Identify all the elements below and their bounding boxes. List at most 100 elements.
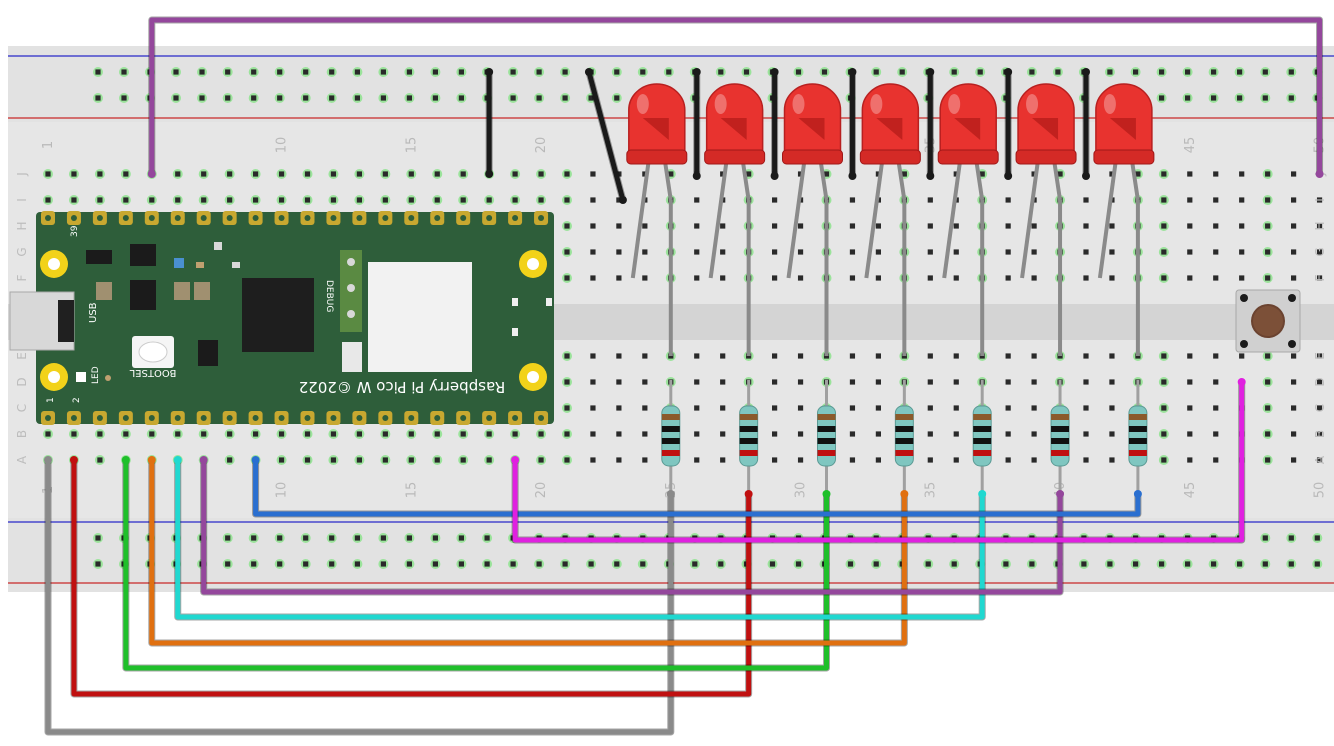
wire-black-end <box>926 68 935 76</box>
wire-black-end <box>770 172 779 180</box>
leds <box>626 83 1155 279</box>
wire-gray <box>45 457 674 735</box>
breadboard-hole <box>642 275 648 281</box>
rail-hole <box>199 69 205 75</box>
rail-hole <box>380 69 386 75</box>
rail-hole <box>121 69 127 75</box>
led-inner <box>954 118 981 140</box>
led-leg <box>1097 159 1118 279</box>
column-number-label: 50 <box>1313 482 1328 499</box>
breadboard-hole <box>1213 353 1219 359</box>
breadboard-hole <box>849 431 856 437</box>
row-letter-label: I <box>1313 198 1327 202</box>
breadboard-hole <box>849 197 856 203</box>
rail-hole <box>406 69 412 75</box>
rail-hole <box>510 95 516 101</box>
pico-pin-hole <box>148 415 155 421</box>
wifi-module <box>368 262 472 372</box>
wire-purple-top <box>149 17 1323 177</box>
breadboard-hole <box>1135 171 1141 177</box>
led-leg <box>974 159 985 201</box>
breadboard-hole <box>720 405 726 411</box>
rail-hole <box>95 95 101 101</box>
led-leg <box>1020 159 1041 279</box>
breadboard-hole <box>149 197 155 203</box>
rail-hole <box>173 95 179 101</box>
pico-w-board: Raspberry Pi Pico W ©2022 USB LED BOOTSE… <box>9 211 554 425</box>
pico-pin-hole <box>174 215 181 221</box>
breadboard-hole <box>1265 431 1271 437</box>
wire-purple-bottom-end <box>199 456 208 464</box>
resistor-band <box>661 426 680 432</box>
breadboard-hole <box>875 171 881 177</box>
breadboard-hole <box>1187 431 1193 437</box>
rail-hole <box>458 95 464 101</box>
resistor-band <box>1051 450 1070 456</box>
pico-pin-hole <box>434 415 441 421</box>
rail-hole <box>977 69 983 75</box>
breadboard-hole <box>616 353 622 359</box>
led-rim <box>1093 149 1155 165</box>
rail-hole <box>484 535 490 541</box>
breadboard-hole <box>1005 405 1011 411</box>
breadboard-hole <box>564 379 570 385</box>
breadboard-hole <box>1031 457 1037 463</box>
breadboard-hole <box>772 379 778 385</box>
breadboard-hole <box>927 223 933 229</box>
rail-hole <box>1133 561 1139 567</box>
pico-pin-hole <box>96 415 103 421</box>
breadboard-hole <box>1265 197 1271 203</box>
breadboard-hole <box>1005 457 1011 463</box>
rail-hole <box>199 95 205 101</box>
rail-hole <box>795 561 802 567</box>
breadboard-hole <box>1161 275 1167 281</box>
row-letter-label: A <box>15 455 29 464</box>
row-letter-label: G <box>1313 247 1327 256</box>
rail-hole <box>432 95 438 101</box>
wire-purple-top-end <box>147 170 156 178</box>
wire-purple-bottom <box>201 457 1063 595</box>
rail-hole <box>251 95 257 101</box>
breadboard-hole <box>720 353 726 359</box>
wire-magenta-end <box>1237 378 1246 386</box>
rail-hole <box>458 561 464 567</box>
resistor-band <box>739 426 758 432</box>
breadboard-hole <box>278 171 285 177</box>
breadboard-hole <box>71 197 77 203</box>
wires <box>44 16 1324 736</box>
pico-pin-hole <box>278 215 285 221</box>
resistor-band <box>817 426 836 432</box>
breadboard-hole <box>434 431 440 437</box>
pico-pin-hole <box>278 415 285 421</box>
led-leg <box>864 159 885 279</box>
bootsel-label: BOOTSEL <box>129 367 176 378</box>
rail-hole <box>406 535 412 541</box>
row-letter-label: C <box>1313 404 1327 412</box>
breadboard-hole <box>1083 379 1089 385</box>
breadboard-hole <box>304 457 311 463</box>
breadboard-hole <box>1265 457 1271 463</box>
breadboard-hole <box>330 197 337 203</box>
resistor-band <box>1051 426 1070 432</box>
pico-pin-hole <box>148 215 155 221</box>
breadboard-hole <box>1316 405 1323 411</box>
rail-hole <box>1288 69 1294 75</box>
breadboard-hole <box>1005 379 1011 385</box>
rail-hole <box>1003 561 1009 567</box>
led-rim <box>859 149 921 165</box>
breadboard-hole <box>1187 171 1193 177</box>
rail-hole <box>1185 95 1191 101</box>
wire-blue-end <box>251 456 260 464</box>
rail-hole <box>432 535 438 541</box>
rail-hole <box>640 69 646 75</box>
rail-hole <box>795 69 802 75</box>
breadboard-hole <box>1083 457 1089 463</box>
breadboard-hole <box>1083 223 1089 229</box>
pico-pin-hole <box>122 215 129 221</box>
breadboard-hole <box>1316 275 1323 281</box>
breadboard-hole <box>616 249 622 255</box>
rail-hole <box>614 69 620 75</box>
breadboard-hole <box>1265 249 1271 255</box>
breadboard-hole <box>434 197 440 203</box>
resistor-band <box>661 414 680 420</box>
